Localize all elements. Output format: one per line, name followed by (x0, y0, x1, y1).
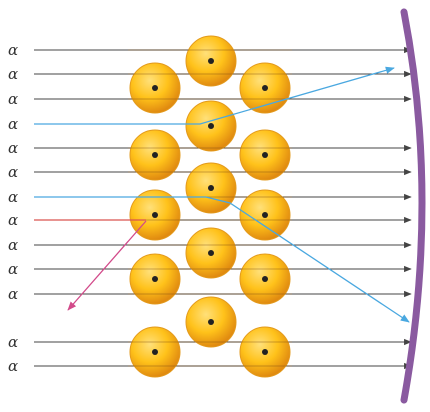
gold-atom (129, 189, 181, 241)
nucleus-dot (208, 250, 214, 256)
gold-atom (129, 129, 181, 181)
gold-atom (185, 35, 237, 87)
alpha-label: α (8, 163, 18, 181)
alpha-label: α (8, 211, 18, 229)
alpha-label: α (8, 90, 18, 108)
gold-atom (239, 326, 291, 378)
alpha-label: α (8, 285, 18, 303)
gold-atom (129, 62, 181, 114)
nucleus-dot (208, 319, 214, 325)
nucleus-dot (152, 276, 158, 282)
nucleus-dot (208, 58, 214, 64)
gold-atom (129, 253, 181, 305)
alpha-label: α (8, 260, 18, 278)
alpha-label: α (8, 65, 18, 83)
gold-atom (239, 129, 291, 181)
gold-atom (185, 162, 237, 214)
alpha-label: α (8, 357, 18, 375)
alpha-label: α (8, 236, 18, 254)
nucleus-dot (262, 85, 268, 91)
gold-atom (239, 62, 291, 114)
alpha-label: α (8, 139, 18, 157)
gold-atoms (128, 35, 292, 378)
nucleus-dot (208, 123, 214, 129)
alpha-label: α (8, 41, 18, 59)
gold-atom (239, 253, 291, 305)
nucleus-dot (262, 349, 268, 355)
alpha-label: α (8, 115, 18, 133)
gold-atom (239, 189, 291, 241)
deflected-alpha-ray-up (34, 66, 395, 125)
nucleus-dot (152, 152, 158, 158)
nucleus-dot (262, 276, 268, 282)
reflected-alpha-ray (67, 220, 147, 311)
nucleus-dot (152, 349, 158, 355)
gold-atom (185, 296, 237, 348)
gold-atom (129, 326, 181, 378)
alpha-label: α (8, 333, 18, 351)
deflection-paths (34, 66, 410, 323)
nucleus-dot (152, 85, 158, 91)
alpha-label: α (8, 188, 18, 206)
nucleus-dot (152, 212, 158, 218)
deflected-alpha-ray-down (34, 196, 410, 323)
nucleus-dot (208, 185, 214, 191)
gold-atom (185, 100, 237, 152)
nucleus-dot (262, 152, 268, 158)
gold-atom (185, 227, 237, 279)
nucleus-dot (262, 212, 268, 218)
detector-screen (400, 8, 426, 404)
